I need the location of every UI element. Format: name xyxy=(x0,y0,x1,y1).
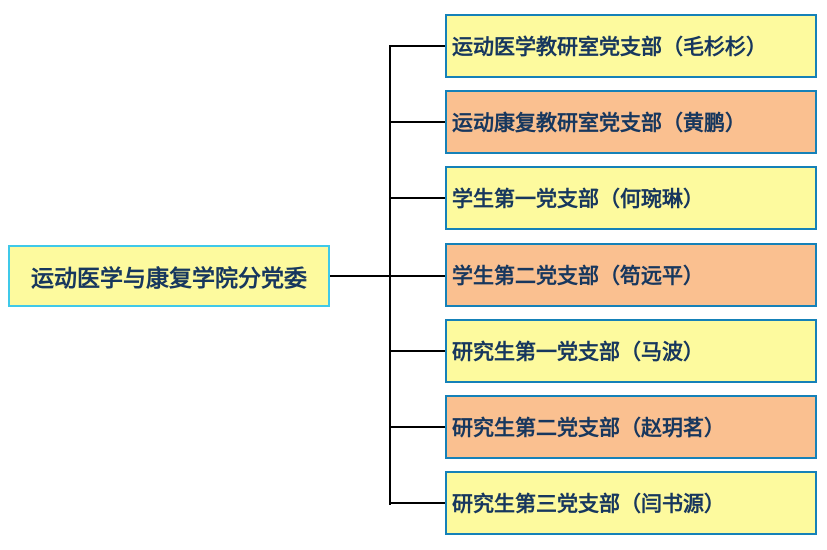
branch-node-label: 运动医学教研室党支部（毛杉杉） xyxy=(452,34,767,59)
branch-node: 研究生第三党支部（闫书源） xyxy=(445,471,817,535)
connector-branch-line xyxy=(389,45,445,47)
connector-branch-line xyxy=(389,426,445,428)
branch-node-label: 研究生第一党支部（马波） xyxy=(452,339,704,364)
branch-node-label: 运动康复教研室党支部（黄鹏） xyxy=(452,110,746,135)
branch-node-label: 研究生第三党支部（闫书源） xyxy=(452,491,725,516)
branch-node-label: 学生第二党支部（笱远平） xyxy=(452,263,704,288)
connector-branch-line xyxy=(389,121,445,123)
branch-node: 研究生第二党支部（赵玥茗） xyxy=(445,395,817,459)
branch-node: 学生第一党支部（何琬琳） xyxy=(445,166,817,230)
branch-node: 运动医学教研室党支部（毛杉杉） xyxy=(445,14,817,78)
root-node: 运动医学与康复学院分党委 xyxy=(8,245,330,307)
connector-branch-line xyxy=(389,197,445,199)
branch-node: 学生第二党支部（笱远平） xyxy=(445,243,817,307)
branch-node-label: 学生第一党支部（何琬琳） xyxy=(452,186,704,211)
branch-node-label: 研究生第二党支部（赵玥茗） xyxy=(452,415,725,440)
connector-branch-line xyxy=(389,502,445,504)
branch-node: 研究生第一党支部（马波） xyxy=(445,319,817,383)
connector-branch-line xyxy=(389,350,445,352)
branch-node: 运动康复教研室党支部（黄鹏） xyxy=(445,90,817,154)
connector-branch-line xyxy=(389,275,445,277)
root-node-label: 运动医学与康复学院分党委 xyxy=(31,265,307,292)
connector-root-line xyxy=(330,275,389,277)
